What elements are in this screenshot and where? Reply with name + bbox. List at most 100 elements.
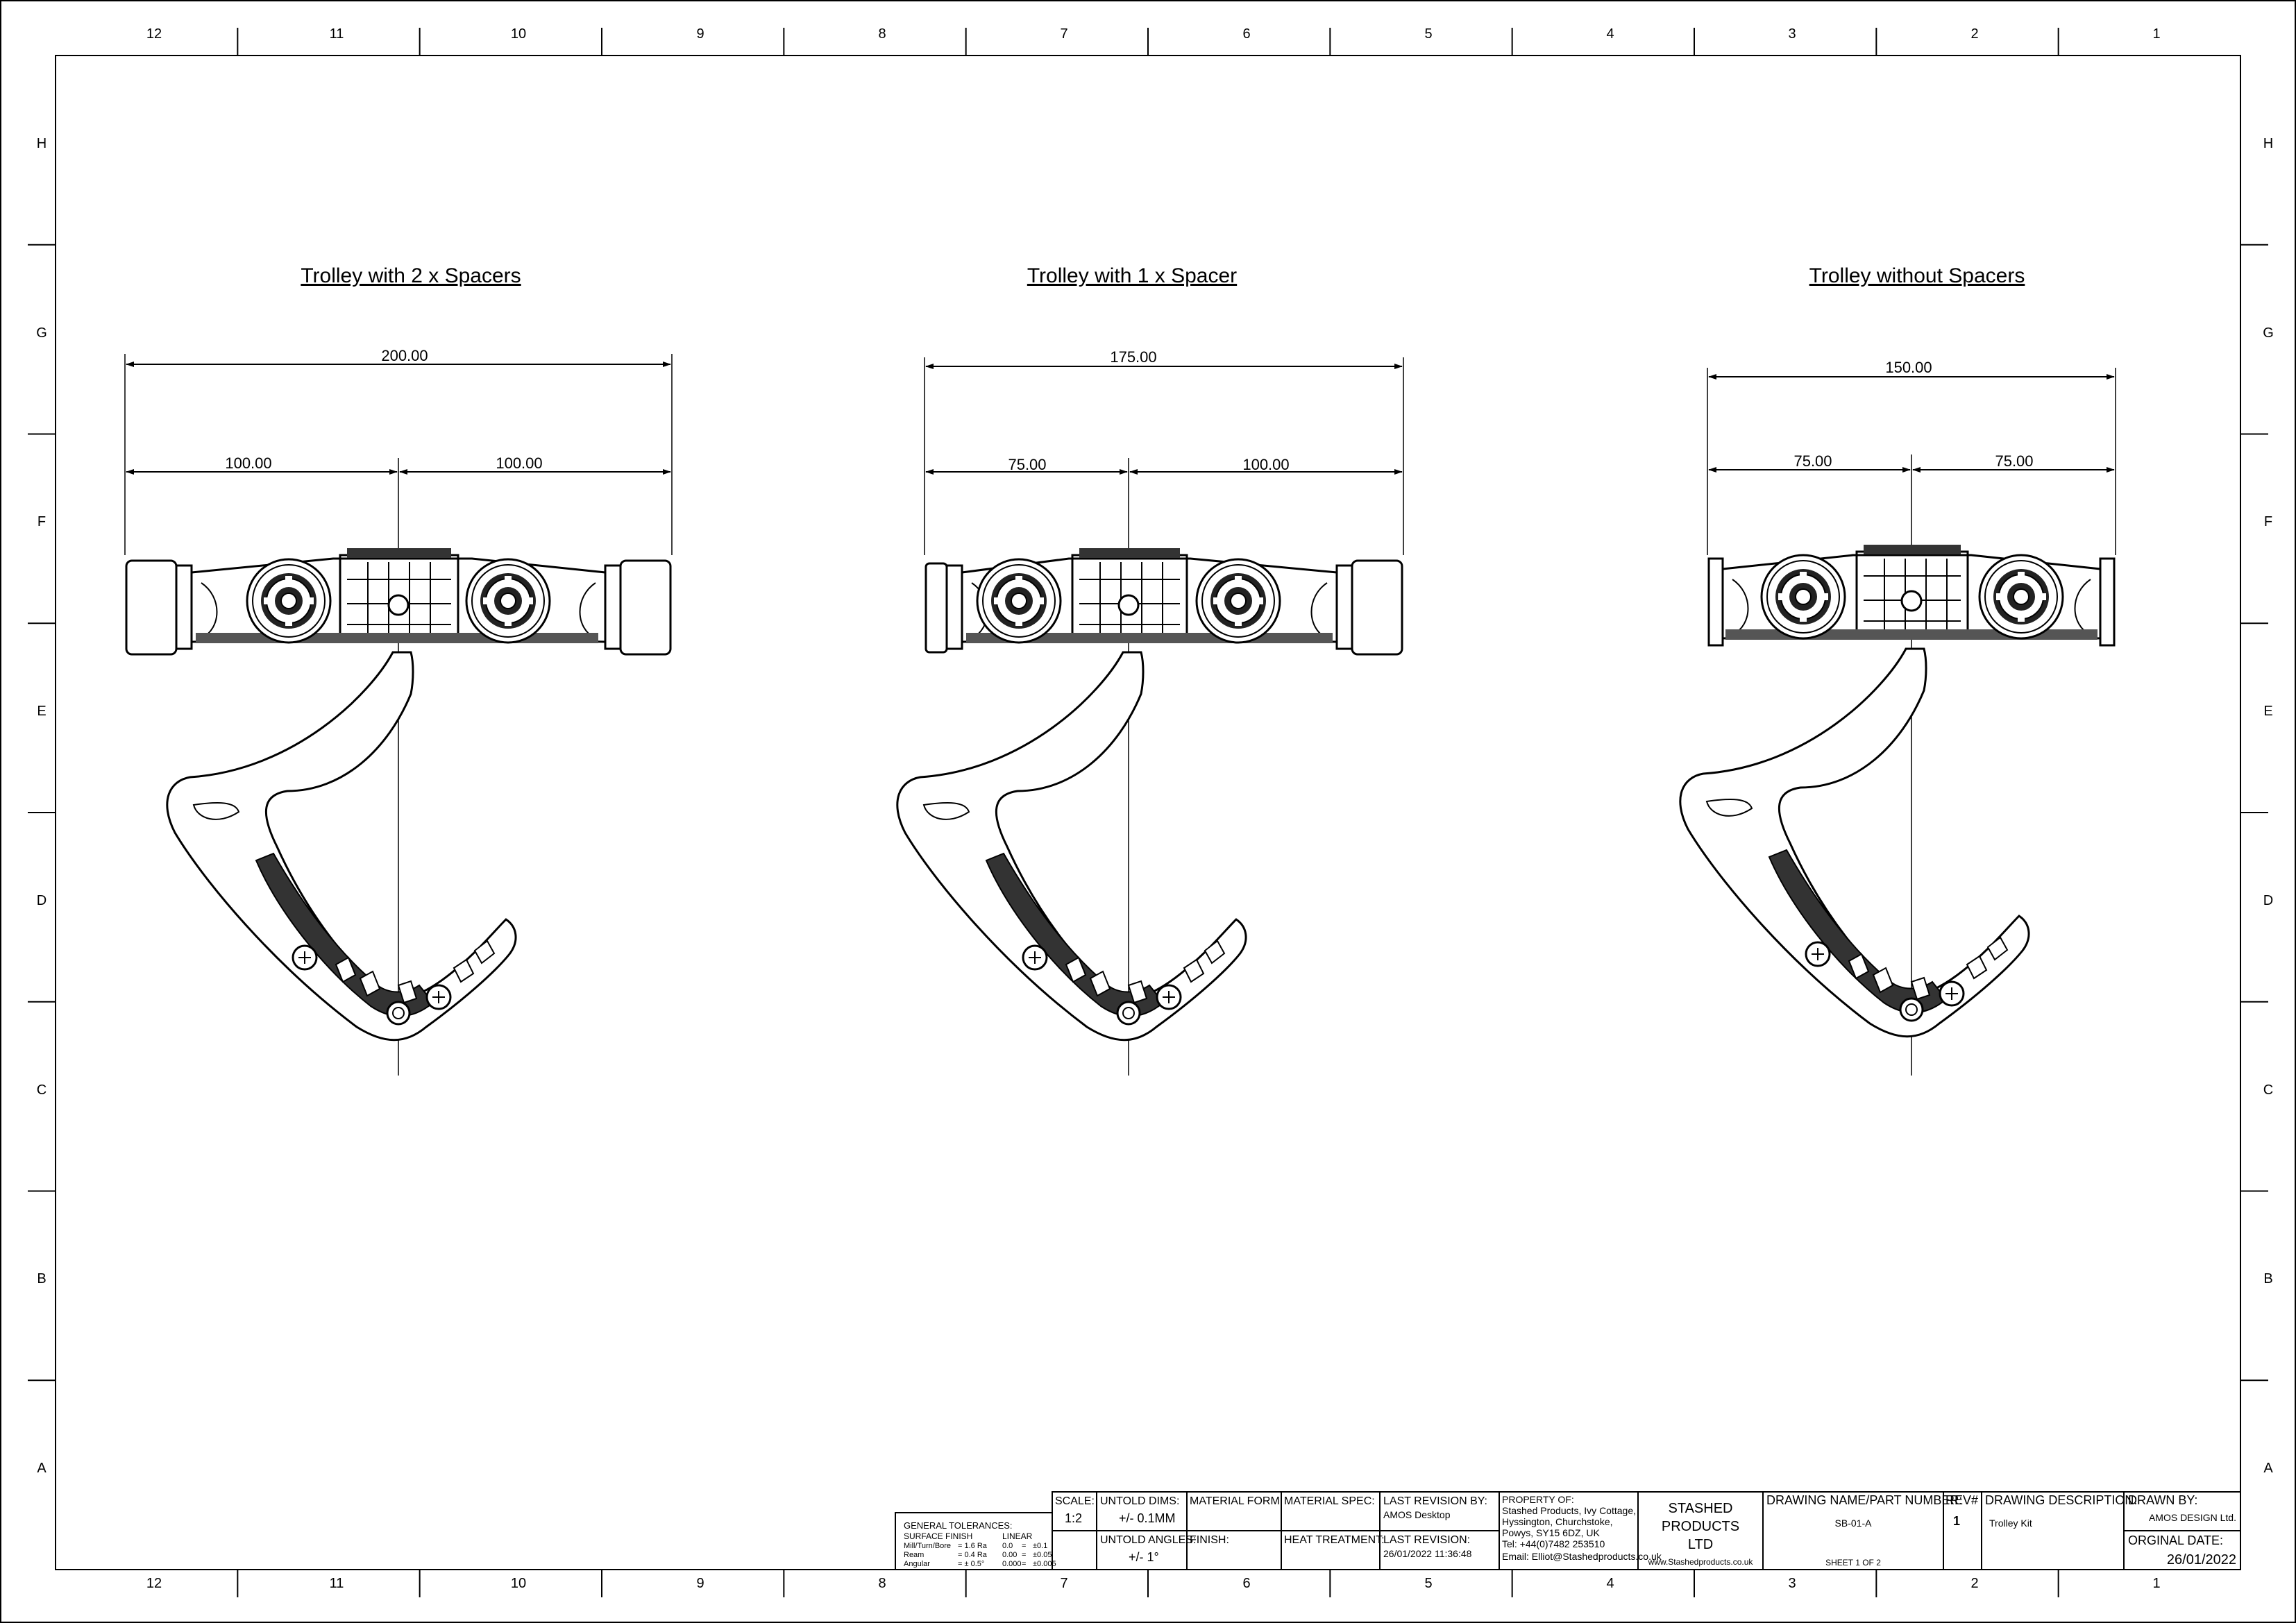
svg-text:STASHED: STASHED [1669,1501,1733,1516]
svg-text:=: = [1022,1542,1026,1550]
svg-text:PROPERTY OF:: PROPERTY OF: [1502,1494,1574,1505]
property-of: PROPERTY OF: Stashed Products, Ivy Cotta… [1502,1494,1662,1562]
zone-label: 12 [146,26,162,42]
rev-value: 1 [1953,1514,1960,1528]
dimension-overall: 200.00 [124,347,673,555]
zone-label: 7 [1060,26,1067,42]
title-block: GENERAL TOLERANCES: SURFACE FINISH LINEA… [895,1491,2241,1570]
view-trolley-one-spacer: Trolley with 1 x Spacer 175.00 75.00 100… [896,264,1404,1076]
last-revision-value: 26/01/2022 11:36:48 [1383,1548,1472,1559]
dimension-overall: 150.00 [1707,359,2116,555]
wheel-right [1195,558,1281,644]
finish-label: FINISH: [1190,1534,1229,1546]
hook-arm [166,651,517,1042]
general-tolerances: GENERAL TOLERANCES: SURFACE FINISH LINEA… [904,1520,1056,1568]
svg-text:=: = [1022,1551,1026,1559]
last-revision-by-label: LAST REVISION BY: [1383,1495,1487,1507]
wheel-left [976,558,1062,644]
zone-label: 5 [1424,26,1432,42]
zone-label: G [36,325,47,341]
dimension-value: 100.00 [496,454,542,472]
svg-text:PRODUCTS: PRODUCTS [1662,1519,1739,1534]
company-website: www.Stashedproducts.co.uk [1648,1557,1754,1567]
zone-label: B [37,1271,46,1286]
surface-finish-label: SURFACE FINISH [904,1531,972,1541]
zone-label: 10 [511,1576,526,1591]
zone-label: F [37,514,46,529]
zone-label: 3 [1788,1576,1796,1591]
original-date-value: 26/01/2022 [2167,1552,2236,1567]
zone-label: A [37,1461,47,1476]
view-title: Trolley with 1 x Spacer [1027,264,1237,287]
zone-label: 1 [2152,1576,2160,1591]
wheel-right [1978,554,2064,640]
original-date-label: ORGINAL DATE: [2128,1533,2223,1547]
company-name: STASHED PRODUCTS LTD www.Stashedproducts… [1648,1501,1754,1567]
untold-dims-label: UNTOLD DIMS: [1100,1495,1179,1507]
zone-label: H [37,136,47,151]
zone-label: 2 [1970,26,1978,42]
svg-text:Email: Elliot@Stashedproducts.: Email: Elliot@Stashedproducts.co.uk [1502,1551,1662,1562]
hook-arm [1679,647,2030,1038]
dimension-value: 75.00 [1008,456,1046,473]
zone-label: 9 [696,26,704,42]
svg-text:0.00: 0.00 [1002,1551,1017,1559]
zone-label: G [2263,325,2274,341]
svg-text:Mill/Turn/Bore: Mill/Turn/Bore [904,1542,951,1550]
view-title: Trolley without Spacers [1809,264,2025,287]
drawing-name-value: SB-01-A [1835,1518,1873,1529]
view-trolley-two-spacers: Trolley with 2 x Spacers 200.00 100.00 1… [124,264,673,1076]
dimension-value: 150.00 [1885,359,1932,376]
svg-text:Tel: +44(0)7482 253510: Tel: +44(0)7482 253510 [1502,1538,1605,1549]
dimension-value: 75.00 [1793,452,1832,470]
svg-text:Hyssington, Churchstoke,: Hyssington, Churchstoke, [1502,1516,1613,1527]
zone-label: 8 [878,1576,886,1591]
zone-label: H [2263,136,2273,151]
wheel-left [246,558,332,644]
zone-row-labels-left: H G F E D C B A [36,136,47,1476]
wheel-right [465,558,551,644]
drawing-name-label: DRAWING NAME/PART NUMBER: [1766,1493,1962,1507]
drawn-by-value: AMOS DESIGN Ltd. [2149,1512,2236,1523]
dimension-value: 100.00 [1242,456,1289,473]
zone-label: 9 [696,1576,704,1591]
zone-column-labels-top: 12 11 10 9 8 7 6 5 4 3 2 1 [146,26,2161,42]
scale-value: 1:2 [1065,1511,1082,1525]
zone-label: 11 [330,26,344,42]
zone-label: C [37,1082,47,1098]
svg-text:±0.1: ±0.1 [1033,1542,1047,1550]
zone-label: 6 [1242,1576,1250,1591]
svg-text:±0.005: ±0.005 [1033,1560,1056,1568]
dimension-halves: 100.00 100.00 [126,454,671,475]
zone-label: F [2264,514,2272,529]
zone-label: 4 [1606,26,1614,42]
zone-label: 6 [1242,26,1250,42]
svg-text:LTD: LTD [1688,1537,1713,1552]
zone-label: 1 [2152,26,2160,42]
svg-text:= 0.4 Ra: = 0.4 Ra [958,1551,988,1559]
wheel-left [1760,554,1846,640]
zone-label: B [2263,1271,2272,1286]
zone-label: 4 [1606,1576,1614,1591]
material-form-label: MATERIAL FORM: [1190,1495,1283,1507]
zone-label: 10 [511,26,526,42]
dimension-value: 100.00 [225,454,271,472]
zone-label: D [2263,893,2273,908]
svg-text:0.000: 0.000 [1002,1560,1022,1568]
dimension-halves: 75.00 100.00 [925,456,1403,475]
svg-text:= 1.6 Ra: = 1.6 Ra [958,1542,988,1550]
dimension-value: 175.00 [1110,348,1156,366]
hook-arm [896,651,1247,1042]
zone-label: 5 [1424,1576,1432,1591]
description-value: Trolley Kit [1989,1518,2032,1529]
last-revision-by-value: AMOS Desktop [1383,1509,1451,1520]
zone-label: 7 [1060,1576,1067,1591]
svg-text:Angular: Angular [904,1560,930,1568]
trolley-body [125,548,672,656]
zone-label: 8 [878,26,886,42]
heat-treatment-label: HEAT TREATMENT: [1284,1534,1385,1546]
untold-dims-value: +/- 0.1MM [1119,1511,1176,1525]
zone-label: E [2263,704,2272,719]
